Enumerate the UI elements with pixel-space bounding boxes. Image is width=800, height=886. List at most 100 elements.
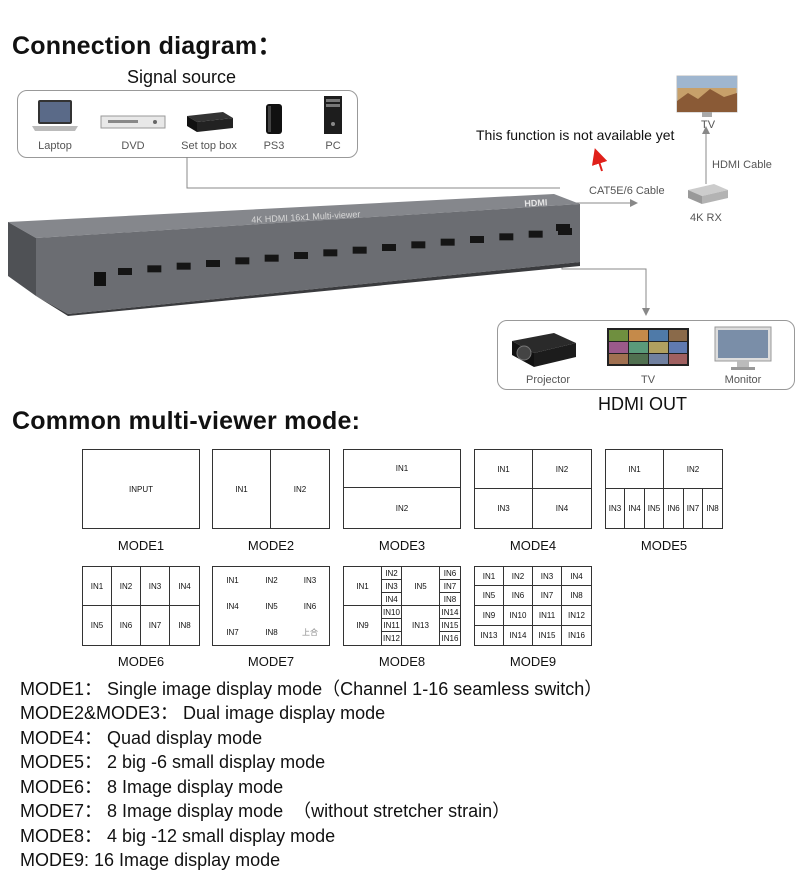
pc-tower-icon: [324, 96, 342, 134]
mode6-caption: MODE6: [117, 654, 165, 669]
mode9-caption: MODE9: [509, 654, 557, 669]
hdmi-input-port: [264, 254, 279, 262]
mode5-cell: IN6: [664, 489, 684, 528]
hdmi-input-port: [528, 230, 543, 238]
mode6-cell: IN2: [112, 567, 141, 606]
mode7-cell: IN8: [265, 627, 278, 637]
mode3-cell: IN1: [344, 450, 460, 488]
hdmi-input-port: [382, 244, 396, 251]
mode9-cell: IN12: [562, 606, 591, 626]
mode8-cell: IN4: [382, 593, 402, 606]
hdmi-input-port: [294, 252, 308, 259]
mode8-cell: IN15: [440, 619, 460, 632]
ps3-console-icon: [266, 104, 282, 134]
mode8-caption: MODE8: [378, 654, 426, 669]
mode8-cell: IN16: [441, 634, 459, 643]
rx-receiver-icon: [688, 184, 728, 204]
mode4-caption: MODE4: [509, 538, 557, 553]
mode6-cell: IN4: [170, 567, 199, 606]
mode8-cell: IN12: [382, 632, 402, 645]
mode7-cell: IN3: [303, 575, 317, 585]
mode6-cell: IN3: [141, 567, 170, 606]
mode1-layout: INPUT: [82, 449, 200, 529]
mode9-cell: IN8: [562, 586, 591, 606]
hdmi-input-port: [470, 236, 484, 243]
mode9-layout: IN1 IN2 IN3 IN4 IN5 IN6 IN7 IN8 IN9 IN10…: [474, 566, 592, 646]
mode8-layout: IN1 IN2 IN3 IN4 IN5 IN6 IN7 IN8 IN9 IN10…: [343, 566, 461, 646]
mode6-cell: IN5: [83, 606, 112, 645]
hdmi-input-port: [352, 246, 367, 254]
hdmi-input-port: [558, 228, 572, 235]
hdmi-input-port: [411, 241, 426, 249]
monitor-icon: [714, 326, 772, 370]
mode9-cell: IN3: [533, 567, 562, 586]
mode4-layout: IN1 IN2 IN3 IN4: [474, 449, 592, 529]
mode8-cell: IN7: [440, 580, 460, 593]
mode7-cell: IN2: [265, 575, 278, 585]
laptop-icon: [32, 100, 78, 131]
mode9-cell: IN10: [504, 606, 533, 626]
hdmi-output-port: [556, 224, 570, 231]
hdmi-input-port: [235, 257, 250, 265]
mode4-cell: IN2: [533, 450, 591, 489]
projector-icon: [512, 333, 576, 367]
mode5-cell: IN2: [664, 450, 722, 489]
mode6-cell: IN7: [141, 606, 170, 645]
mode4-cell: IN4: [555, 504, 569, 513]
mode5-cell: IN3: [606, 489, 625, 528]
mode4-cell: IN1: [475, 450, 533, 489]
mode7-cell: IN4: [226, 601, 239, 611]
mode7-cell: IN6: [303, 601, 317, 611]
cat-cable-label: CAT5E/6 Cable: [589, 185, 665, 197]
mode5-cell: IN1: [606, 450, 664, 489]
mode-description: MODE9: 16 Image display mode: [20, 850, 281, 870]
mode8-cell: IN13: [402, 606, 440, 645]
source-label-laptop: Laptop: [38, 140, 72, 152]
multiviewer-device: 4K HDMI 16x1 Multi-viewer HDMI: [8, 194, 580, 316]
mode9-cell: IN2: [504, 567, 533, 586]
mode9-cell: IN15: [533, 626, 562, 645]
hdmi-input-port: [323, 249, 338, 257]
connection-diagram-title: Connection diagram：: [12, 32, 283, 60]
dvd-player-icon: [100, 115, 166, 129]
mode7-cell: IN7: [226, 627, 239, 637]
output-label-projector: Projector: [525, 374, 571, 386]
common-modes-title: Common multi-viewer mode:: [12, 407, 361, 435]
mode6-cell: IN1: [83, 567, 112, 606]
mode8-cell: IN2: [382, 567, 402, 580]
mode8-cell: IN14: [440, 606, 460, 619]
hdmi-input-port: [206, 260, 220, 267]
mode9-cell: IN9: [475, 606, 504, 626]
power-jack: [94, 272, 106, 286]
mode6-cell: IN6: [112, 606, 141, 645]
output-label-tv: TV: [640, 374, 656, 386]
mode1-cell: INPUT: [129, 484, 153, 494]
mode-description: MODE2&MODE3： Dual image display mode: [20, 703, 386, 723]
mode5-layout: IN1 IN2 IN3 IN4 IN5 IN6 IN7 IN8: [605, 449, 723, 529]
mode-description: MODE8： 4 big -12 small display mode: [20, 826, 336, 846]
source-cable-line: [186, 157, 560, 189]
mode7-cell: IN5: [265, 601, 278, 611]
mode9-cell: IN7: [533, 586, 562, 606]
mode5-caption: MODE5: [640, 538, 688, 553]
mode8-cell: IN6: [440, 567, 460, 580]
mode-description: MODE7： 8 Image display mode （without str…: [20, 801, 511, 821]
mode5-cell: IN4: [625, 489, 645, 528]
mode2-caption: MODE2: [247, 538, 295, 553]
not-available-note: This function is not available yet: [476, 127, 675, 143]
hdmi-input-port: [176, 262, 191, 270]
hdmi-input-port: [499, 233, 514, 241]
mode4-cell: IN3: [475, 489, 533, 528]
mode-description: MODE5： 2 big -6 small display mode: [20, 752, 326, 772]
mode7-cell: 上合: [302, 627, 318, 637]
mode9-cell: IN5: [475, 586, 504, 606]
hdmi-input-port: [118, 268, 132, 275]
mode6-cell: IN8: [178, 621, 191, 630]
output-box: Projector TV Monitor: [497, 320, 795, 390]
mode3-caption: MODE3: [378, 538, 426, 553]
signal-source-box: Laptop DVD Set top box PS3 PC: [17, 90, 358, 158]
hdmi-input-port: [440, 238, 455, 246]
mode9-cell: IN11: [533, 606, 562, 626]
mode3-layout: IN1 IN2: [343, 449, 461, 529]
mode8-cell: IN9: [344, 606, 382, 645]
